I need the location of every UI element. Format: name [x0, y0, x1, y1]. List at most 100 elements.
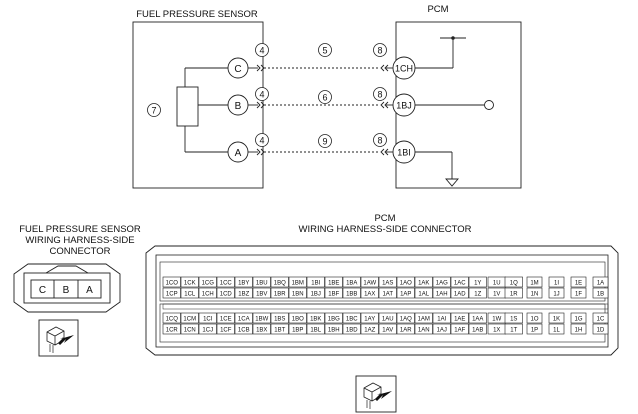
pcm-pin-label: 1CQ [166, 317, 179, 323]
svg-text:5: 5 [322, 46, 327, 56]
pcm-pin-label: 1AT [382, 292, 393, 298]
pcm-pin-label: 1AK [418, 281, 429, 287]
pcm-pin-cell [180, 312, 199, 324]
svg-text:8: 8 [377, 90, 382, 100]
pcm-pin-label: 1BK [310, 317, 321, 323]
pcm-pin-label: 1AP [400, 292, 411, 298]
pcm-pin-cell [288, 323, 307, 335]
pcm-pin-label: 1CA [238, 317, 250, 323]
pcm-pin-cell [234, 287, 253, 299]
pcm-pin-label: 1BQ [274, 281, 286, 287]
view-direction-icon [355, 375, 397, 413]
pcm-pin-1ch: 1CH [392, 56, 416, 80]
pcm-pin-label: 1CL [184, 292, 196, 298]
view-direction-icon [38, 319, 79, 357]
pcm-pin-label: 1BI [397, 148, 411, 158]
pcm-pin-label: 1S [510, 317, 517, 323]
pcm-pin-label: 1E [575, 281, 582, 287]
pcm-pin-label: 1T [510, 328, 517, 334]
sensor-connector-drawing: C B A [13, 263, 121, 313]
pcm-pin-label: 1AF [454, 328, 465, 334]
pcm-pin-label: 1N [531, 292, 539, 298]
pcm-pin-cell [306, 323, 325, 335]
pcm-internal [415, 37, 494, 187]
pcm-pin-cell [378, 323, 397, 335]
pcm-pin-cell [288, 276, 307, 288]
pcm-pin-cell [306, 287, 325, 299]
pcm-pin-label: 1BL [310, 328, 321, 334]
pcm-pin-label: 1AG [436, 281, 448, 287]
pcm-pin-label: 1BS [274, 317, 285, 323]
pcm-pin-label: 1Q [510, 281, 518, 287]
pcm-pin-cell [526, 287, 543, 299]
sensor-pin-label: B [235, 101, 242, 112]
pcm-pin-cell [570, 312, 587, 324]
pcm-pin-cell [414, 312, 433, 324]
pcm-title: PCM [427, 4, 449, 15]
pcm-pin-label: 1W [492, 317, 501, 323]
pcm-pin-cell [270, 312, 289, 324]
pcm-pin-label: 1D [597, 328, 605, 334]
sensor-connector-title-line: CONNECTOR [49, 246, 111, 257]
pcm-pin-cell [548, 287, 565, 299]
pcm-pin-cell [162, 287, 181, 299]
pcm-pin-label: 1CR [166, 328, 179, 334]
pcm-pin-cell [342, 287, 361, 299]
pcm-pin-cell [216, 312, 235, 324]
pcm-pin-cell [288, 287, 307, 299]
pcm-pin-cell [324, 312, 343, 324]
pcm-pin-label: 1O [530, 317, 538, 323]
pcm-pin-label: 1CJ [202, 328, 213, 334]
pcm-pin-label: 1BH [328, 328, 340, 334]
pcm-pin-cell [342, 323, 361, 335]
callout-connector: 4 4 4 [255, 43, 269, 147]
pcm-pin-label: 1CE [220, 317, 232, 323]
pcm-pin-label: 1F [575, 292, 582, 298]
pcm-pin-cell [234, 323, 253, 335]
pcm-pin-cell [198, 276, 217, 288]
pcm-pin-cell [414, 323, 433, 335]
pcm-pin-label: 1B [597, 292, 604, 298]
pcm-pin-label: 1G [574, 317, 582, 323]
pcm-pin-label: 1AU [382, 317, 394, 323]
pcm-pin-label: 1CD [220, 292, 233, 298]
pcm-pin-label: 1BU [256, 281, 268, 287]
pcm-pin-label: 1M [530, 281, 538, 287]
svg-text:8: 8 [377, 136, 382, 146]
pcm-pin-cell [526, 276, 543, 288]
pcm-pin-cell [162, 276, 181, 288]
svg-text:9: 9 [322, 137, 327, 147]
sensor-connector-pin: B [63, 285, 70, 296]
pcm-pin-cell [324, 276, 343, 288]
pcm-pin-label: 1R [510, 292, 518, 298]
sensor-pin-c: C [227, 57, 249, 79]
pcm-pin-cell [252, 323, 271, 335]
pcm-pin-label: 1CK [184, 281, 196, 287]
pcm-pin-cell [162, 312, 181, 324]
pcm-pin-label: 1BJ [396, 101, 412, 111]
pcm-pin-cell [306, 276, 325, 288]
pcm-pin-cell [504, 276, 523, 288]
svg-text:7: 7 [151, 106, 156, 116]
pcm-pin-label: 1CC [220, 281, 233, 287]
sensor-connector-title-line: WIRING HARNESS-SIDE [25, 235, 135, 246]
pcm-pin-label: 1CI [203, 317, 213, 323]
callout-sensor-body: 7 [147, 103, 161, 117]
pcm-pin-cell [468, 276, 487, 288]
pcm-pin-cell [570, 276, 587, 288]
svg-text:8: 8 [377, 46, 382, 56]
pcm-pin-label: 1X [493, 328, 500, 334]
pcm-pin-cell [324, 287, 343, 299]
pcm-pin-label: 1A [597, 281, 604, 287]
pcm-pin-label: 1BX [256, 328, 267, 334]
pcm-pin-cell [216, 287, 235, 299]
pcm-pin-cell [432, 312, 451, 324]
pcm-pin-label: 1BB [346, 292, 357, 298]
pcm-pin-label: 1BD [346, 328, 358, 334]
pcm-pin-label: 1CM [183, 317, 196, 323]
pcm-pin-cell [468, 287, 487, 299]
pcm-pin-cell [548, 323, 565, 335]
pcm-pin-cell [504, 323, 523, 335]
pcm-pin-cell [396, 276, 415, 288]
